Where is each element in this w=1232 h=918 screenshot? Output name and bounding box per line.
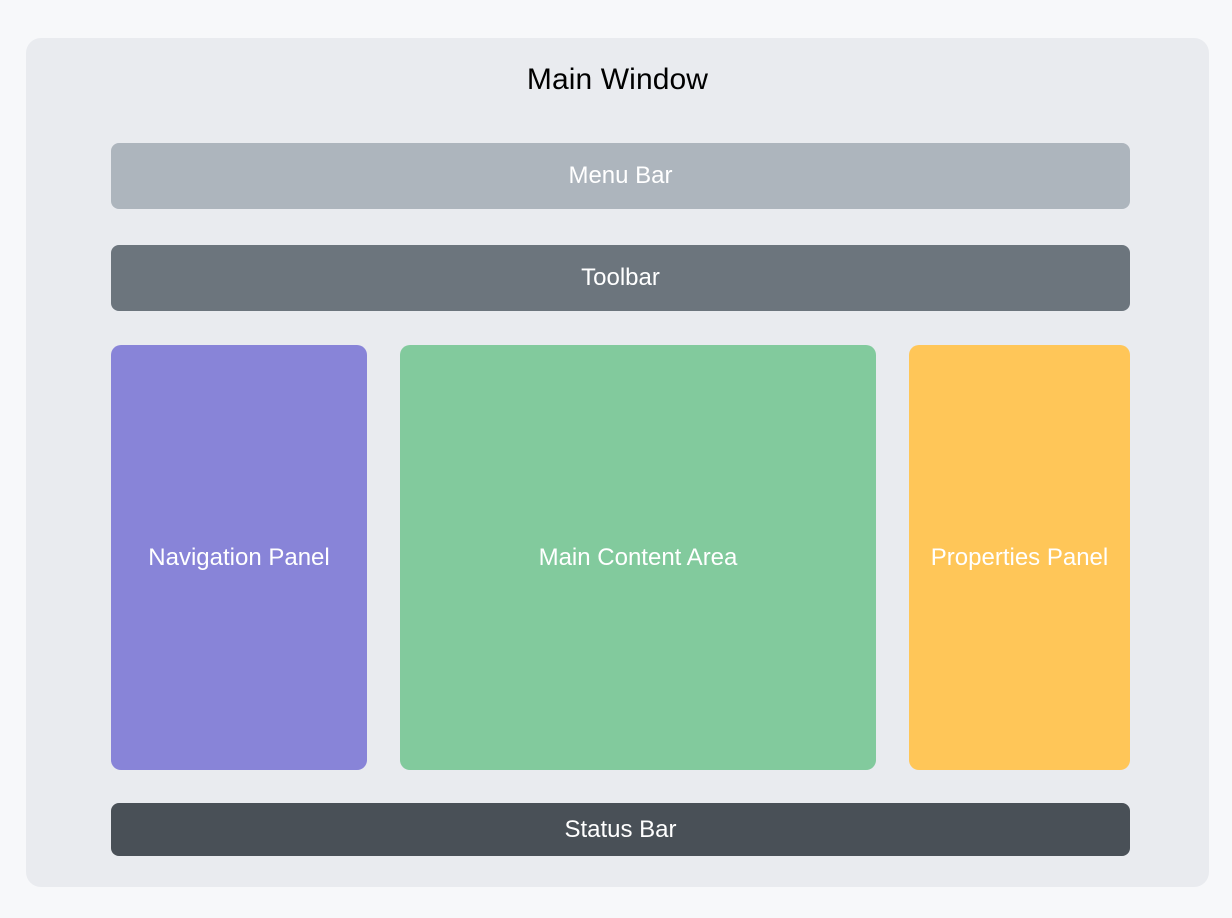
panel-row: Navigation Panel Main Content Area Prope… — [111, 345, 1130, 770]
status-bar[interactable]: Status Bar — [111, 803, 1130, 856]
page-title: Main Window — [526, 63, 709, 96]
main-content-area[interactable]: Main Content Area — [400, 345, 876, 770]
menu-bar[interactable]: Menu Bar — [111, 143, 1130, 209]
properties-panel[interactable]: Properties Panel — [909, 345, 1130, 770]
main-window: Main Window Menu Bar Toolbar Navigation … — [26, 38, 1209, 887]
properties-panel-label: Properties Panel — [930, 543, 1109, 571]
menu-bar-label: Menu Bar — [568, 162, 673, 189]
navigation-panel-label: Navigation Panel — [148, 543, 330, 571]
toolbar[interactable]: Toolbar — [111, 245, 1130, 311]
main-content-area-label: Main Content Area — [538, 543, 738, 571]
navigation-panel[interactable]: Navigation Panel — [111, 345, 367, 770]
status-bar-label: Status Bar — [564, 815, 677, 843]
toolbar-label: Toolbar — [581, 264, 660, 291]
